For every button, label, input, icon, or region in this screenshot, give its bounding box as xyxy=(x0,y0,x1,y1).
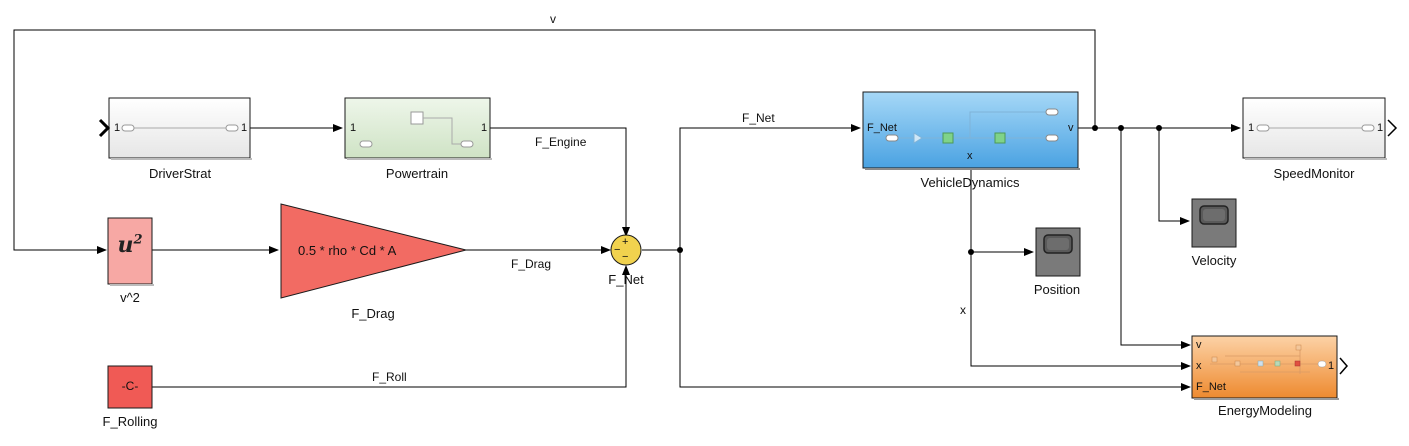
square-block[interactable] xyxy=(107,217,154,286)
signal-label-f-roll: F_Roll xyxy=(372,370,407,384)
rolling-constant-block[interactable] xyxy=(107,365,153,409)
speedmonitor-inport-label: 1 xyxy=(1248,122,1255,134)
outport-chevron-icon xyxy=(1339,357,1348,375)
v-to-energy-line xyxy=(1120,128,1191,349)
square-name: v^2 xyxy=(120,290,140,305)
branch-dot xyxy=(1092,125,1098,131)
sum-minus-sign-bottom: − xyxy=(622,251,629,263)
rolling-constant-name: F_Rolling xyxy=(102,414,158,429)
branch-dot xyxy=(1156,125,1162,131)
branch-dot xyxy=(1118,125,1124,131)
f-roll-line xyxy=(152,265,630,388)
speedmonitor-name: SpeedMonitor xyxy=(1273,166,1355,181)
branch-points xyxy=(677,125,1162,255)
signal-label-f-drag: F_Drag xyxy=(511,257,552,271)
driverstrat-block[interactable] xyxy=(98,97,252,160)
vehicledynamics-bottom-port-label: x xyxy=(967,150,973,162)
sum-plus-sign: + xyxy=(622,236,629,248)
signal-label-v-feedback: v xyxy=(550,12,556,26)
energymodeling-inport-v: v xyxy=(1196,339,1202,351)
energymodeling-inport-x: x xyxy=(1196,360,1202,372)
signal-label-f-net: F_Net xyxy=(742,111,775,125)
vehicledynamics-outport-label: v xyxy=(1068,122,1074,134)
vehicledynamics-name: VehicleDynamics xyxy=(920,175,1020,190)
drag-gain-expression: 0.5 * rho * Cd * A xyxy=(298,243,397,258)
square-symbol-base: u xyxy=(117,232,134,258)
velocity-scope-block[interactable] xyxy=(1191,198,1237,248)
f-net-to-energy-line xyxy=(679,250,1191,391)
signal-label-x: x xyxy=(960,303,966,317)
energymodeling-name: EnergyModeling xyxy=(1218,403,1312,418)
outport-chevron-icon xyxy=(1387,119,1398,137)
f-net-to-dynamics-line xyxy=(642,124,861,251)
branch-dot xyxy=(677,247,683,253)
sum-block[interactable] xyxy=(610,234,642,266)
energymodeling-block[interactable] xyxy=(1191,335,1348,400)
position-scope-block[interactable] xyxy=(1035,227,1081,277)
driverstrat-inport-label: 1 xyxy=(114,122,121,134)
sum-name: F_Net xyxy=(608,272,644,287)
inport-chevron-icon xyxy=(98,118,111,138)
powertrain-name: Powertrain xyxy=(385,166,449,181)
drag-gain-name: F_Drag xyxy=(351,306,395,321)
vehicledynamics-inport-label: F_Net xyxy=(867,122,897,134)
speedmonitor-block[interactable] xyxy=(1242,97,1398,160)
energymodeling-outport-label: 1 xyxy=(1328,360,1335,372)
square-symbol: u2 xyxy=(108,232,152,258)
v-feedback-line xyxy=(13,29,1096,254)
powertrain-inport-label: 1 xyxy=(350,122,357,134)
velocity-scope-name: Velocity xyxy=(1191,253,1237,268)
x-to-energy-line xyxy=(970,252,1191,370)
signal-label-f-engine: F_Engine xyxy=(535,135,587,149)
drag-gain-block[interactable] xyxy=(280,203,467,299)
rolling-constant-value: -C- xyxy=(121,379,139,393)
v-to-velocity-line xyxy=(1158,128,1190,225)
f-engine-line xyxy=(490,127,630,237)
vehicledynamics-block[interactable] xyxy=(862,91,1080,170)
driverstrat-outport-label: 1 xyxy=(241,122,248,134)
square-symbol-exponent: 2 xyxy=(133,232,143,248)
speedmonitor-outport-label: 1 xyxy=(1377,122,1384,134)
signal-lines xyxy=(13,29,1241,391)
sum-minus-sign-left: − xyxy=(614,244,621,256)
branch-dot xyxy=(968,249,974,255)
energymodeling-inport-f-net: F_Net xyxy=(1196,381,1226,393)
position-scope-name: Position xyxy=(1033,282,1081,297)
powertrain-outport-label: 1 xyxy=(481,122,488,134)
powertrain-block[interactable] xyxy=(344,97,492,160)
driverstrat-name: DriverStrat xyxy=(148,166,212,181)
